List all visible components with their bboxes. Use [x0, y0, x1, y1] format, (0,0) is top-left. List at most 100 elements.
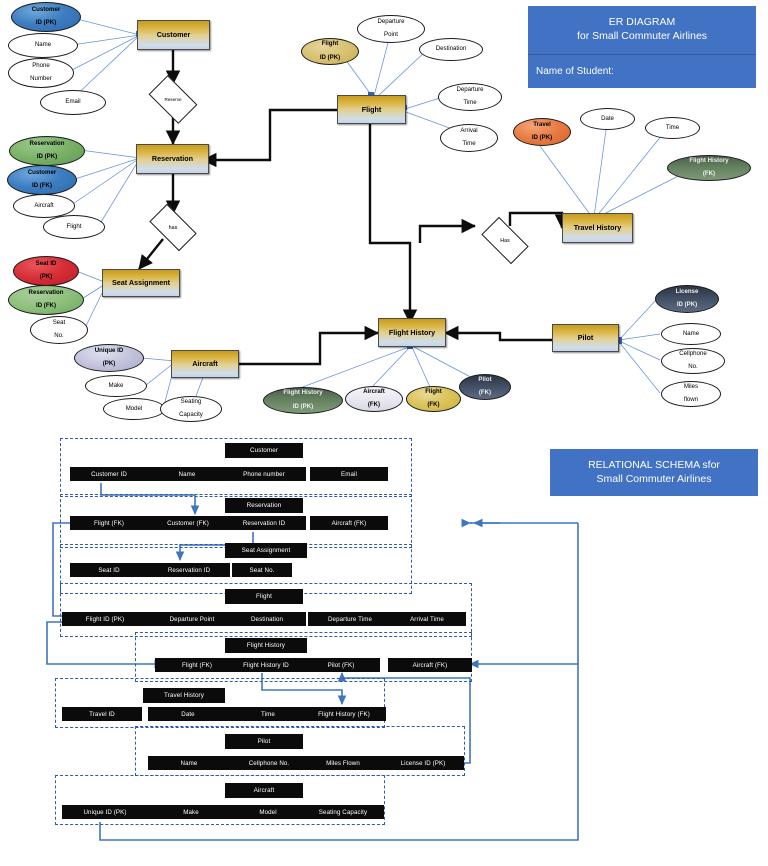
er-attribute-res_fl[interactable]: Flight	[43, 215, 105, 239]
schema-column-flight-0[interactable]: Flight ID (PK)	[62, 612, 148, 626]
schema-column-pilot-2[interactable]: Miles Flown	[302, 756, 384, 770]
schema-column-flight-3[interactable]: Departure Time	[308, 612, 392, 626]
er-attribute-pl_name[interactable]: Name	[661, 323, 721, 345]
schema-column-reservation-0[interactable]: Flight (FK)	[70, 516, 148, 530]
er-entity-customer[interactable]: Customer	[137, 20, 210, 50]
schema-column-pilot-3[interactable]: License ID (PK)	[382, 756, 464, 770]
er-attribute-th_time[interactable]: Time	[645, 117, 700, 139]
er-relationship-reserve[interactable]: Reserve	[148, 75, 198, 124]
er-entity-seat-assignment[interactable]: Seat Assignment	[102, 269, 180, 297]
er-attribute-ac_model[interactable]: Model	[103, 398, 165, 420]
attribute-line: Phone	[32, 61, 50, 69]
er-relationship-has[interactable]: has	[149, 203, 197, 252]
schema-column-reservation-2[interactable]: Reservation ID	[222, 516, 306, 530]
er-attribute-res_air[interactable]: Aircraft	[13, 194, 75, 218]
er-attribute-fh_ffk[interactable]: Flight (FK)	[406, 386, 461, 412]
er-attribute-fh_pfk[interactable]: Pilot(FK)	[459, 374, 511, 400]
schema-column-seat_assignment-1[interactable]: Reservation ID	[148, 563, 230, 577]
schema-table-title-travel_history[interactable]: Travel History	[143, 688, 225, 703]
er-entity-aircraft[interactable]: Aircraft	[171, 350, 239, 378]
attribute-line: (FK)	[427, 401, 440, 409]
er-attribute-cust_name[interactable]: Name	[8, 33, 78, 58]
attribute-line: (PK)	[102, 360, 116, 368]
attribute-line: (FK)	[478, 389, 492, 397]
schema-table-title-aircraft[interactable]: Aircraft	[225, 783, 303, 798]
schema-column-seat_assignment-2[interactable]: Seat No.	[232, 563, 292, 577]
er-entity-flight[interactable]: Flight	[337, 95, 406, 124]
er-attribute-ac_make[interactable]: Make	[85, 375, 147, 397]
schema-column-travel_history-2[interactable]: Time	[228, 707, 308, 721]
er-attribute-cust_email[interactable]: Email	[40, 90, 106, 115]
schema-column-flight_history-0[interactable]: Flight (FK)	[155, 658, 239, 672]
schema-table-title-flight_history[interactable]: Flight History	[225, 638, 307, 653]
attribute-line: Customer	[31, 5, 61, 13]
attribute-line: Seating	[180, 397, 202, 405]
er-relationship-label: Has	[500, 237, 510, 244]
schema-column-aircraft-3[interactable]: Seating Capacity	[302, 805, 384, 819]
schema-table-title-customer[interactable]: Customer	[225, 443, 303, 458]
er-attribute-th_fhfk[interactable]: Flight History(FK)	[667, 155, 751, 181]
schema-column-flight-4[interactable]: Arrival Time	[388, 612, 466, 626]
schema-table-title-pilot[interactable]: Pilot	[225, 734, 303, 749]
schema-column-flight-1[interactable]: Departure Point	[148, 612, 236, 626]
er-entity-pilot[interactable]: Pilot	[552, 324, 619, 352]
schema-frame-customer	[60, 438, 412, 497]
er-attribute-seat_pk[interactable]: Seat ID(PK)	[13, 256, 79, 286]
schema-column-seat_assignment-0[interactable]: Seat ID	[70, 563, 148, 577]
schema-column-customer-1[interactable]: Name	[148, 467, 226, 481]
schema-column-flight_history-1[interactable]: Flight History ID	[222, 658, 310, 672]
schema-table-title-reservation[interactable]: Reservation	[225, 498, 303, 513]
schema-column-travel_history-0[interactable]: Travel ID	[62, 707, 142, 721]
schema-column-travel_history-1[interactable]: Date	[148, 707, 228, 721]
schema-column-aircraft-0[interactable]: Unique ID (PK)	[62, 805, 148, 819]
student-name-field[interactable]: Name of Student:	[528, 54, 756, 88]
schema-column-customer-2[interactable]: Phone number	[222, 467, 306, 481]
er-attribute-ac_pk[interactable]: Unique ID(PK)	[74, 344, 144, 372]
er-attribute-th_date[interactable]: Date	[580, 108, 635, 130]
attribute-line: No.	[688, 363, 698, 371]
schema-column-customer-3[interactable]: Email	[310, 467, 388, 481]
schema-table-title-flight[interactable]: Flight	[225, 589, 303, 604]
schema-frame-flight-history	[135, 632, 472, 682]
er-attribute-fl_dest[interactable]: Destination	[419, 38, 483, 61]
er-title-line2: for Small Commuter Airlines	[576, 30, 708, 42]
schema-column-aircraft-1[interactable]: Make	[148, 805, 234, 819]
attribute-line: Customer	[27, 168, 57, 176]
attribute-line: Flight	[425, 387, 442, 395]
schema-table-title-seat_assignment[interactable]: Seat Assignment	[225, 543, 307, 558]
schema-column-reservation-3[interactable]: Aircraft (FK)	[310, 516, 388, 530]
er-entity-travel-history[interactable]: Travel History	[562, 213, 633, 243]
schema-column-customer-0[interactable]: Customer ID	[70, 467, 148, 481]
schema-column-travel_history-3[interactable]: Flight History (FK)	[302, 707, 386, 721]
schema-column-flight-2[interactable]: Destination	[228, 612, 306, 626]
schema-column-flight_history-3[interactable]: Aircraft (FK)	[388, 658, 472, 672]
schema-column-pilot-0[interactable]: Name	[148, 756, 230, 770]
er-entity-reservation[interactable]: Reservation	[136, 144, 209, 174]
schema-column-pilot-1[interactable]: Cellphone No.	[228, 756, 310, 770]
er-attribute-fh_afk[interactable]: Aircraft(FK)	[345, 386, 403, 412]
schema-column-flight_history-2[interactable]: Pilot (FK)	[302, 658, 380, 672]
er-title-card: ER DIAGRAM for Small Commuter Airlines N…	[528, 6, 756, 88]
schema-column-aircraft-2[interactable]: Model	[228, 805, 308, 819]
er-relationship-has2[interactable]: Has	[481, 216, 529, 265]
schema-title-line1: RELATIONAL SCHEMA sfor	[588, 458, 720, 471]
attribute-line: Reservation	[28, 288, 64, 296]
schema-column-reservation-1[interactable]: Customer (FK)	[148, 516, 228, 530]
er-entity-flight-history[interactable]: Flight History	[378, 318, 446, 347]
